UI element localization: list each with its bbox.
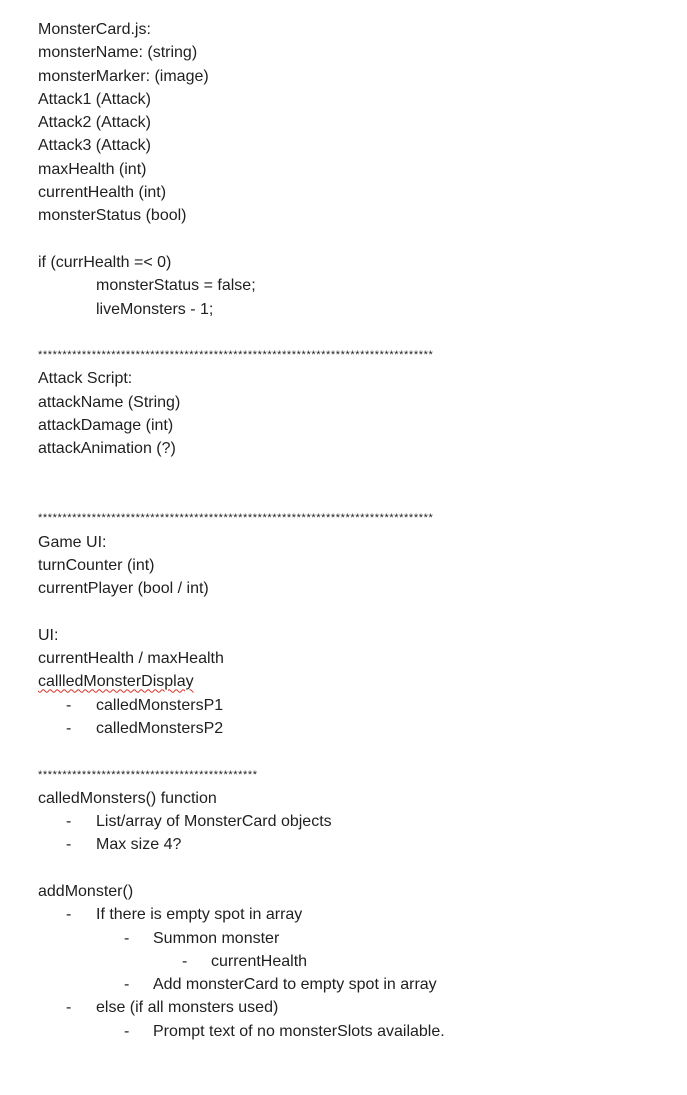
blank-line xyxy=(38,740,658,763)
bullet-dash: - xyxy=(66,999,72,1017)
monster-card-field: Attack2 (Attack) xyxy=(38,114,151,132)
list-item-text: calledMonstersP2 xyxy=(96,719,224,737)
list-item-text: If there is empty spot in array xyxy=(96,906,303,924)
monster-card-field: monsterMarker: (image) xyxy=(38,67,209,85)
bullet-dash: - xyxy=(66,906,72,924)
list-item-text: Max size 4? xyxy=(96,836,182,854)
attack-script-field: attackDamage (int) xyxy=(38,417,174,435)
blank-line xyxy=(38,228,658,251)
blank-line xyxy=(38,600,658,623)
attack-script-field: attackAnimation (?) xyxy=(38,440,176,458)
bullet-dash: - xyxy=(66,719,72,737)
health-condition: if (currHealth =< 0) xyxy=(38,253,172,271)
list-item: - Prompt text of no monsterSlots availab… xyxy=(38,1020,658,1043)
list-item: - Max size 4? xyxy=(38,833,658,856)
list-item-text: Summon monster xyxy=(153,929,280,947)
bullet-dash: - xyxy=(66,813,72,831)
list-item: - Add monsterCard to empty spot in array xyxy=(38,973,658,996)
game-ui-field: currentPlayer (bool / int) xyxy=(38,580,209,598)
blank-line xyxy=(38,321,658,344)
list-item-text: currentHealth xyxy=(211,952,308,970)
separator-line: ****************************************… xyxy=(38,349,434,362)
called-monsters-title: calledMonsters() function xyxy=(38,789,217,807)
monster-card-field: Attack3 (Attack) xyxy=(38,137,151,155)
list-item-text: Add monsterCard to empty spot in array xyxy=(153,976,437,994)
list-item: - currentHealth xyxy=(38,950,658,973)
list-item: - calledMonstersP2 xyxy=(38,717,658,740)
monster-card-title: MonsterCard.js: xyxy=(38,21,151,38)
list-item-text: List/array of MonsterCard objects xyxy=(96,813,332,831)
condition-body-line: liveMonsters - 1; xyxy=(96,300,214,318)
game-ui-title: Game UI: xyxy=(38,533,107,551)
monster-card-field: currentHealth (int) xyxy=(38,184,167,202)
separator-line: ****************************************… xyxy=(38,512,434,525)
attack-script-field: attackName (String) xyxy=(38,393,181,411)
ui-health-line: currentHealth / maxHealth xyxy=(38,650,224,668)
list-item: - calledMonstersP1 xyxy=(38,694,658,717)
game-ui-field: turnCounter (int) xyxy=(38,556,155,574)
blank-line xyxy=(38,461,658,484)
list-item: - else (if all monsters used) xyxy=(38,996,658,1019)
blank-line xyxy=(38,857,658,880)
bullet-dash: - xyxy=(124,929,130,947)
bullet-dash: - xyxy=(66,696,72,714)
separator-line-short: ****************************************… xyxy=(38,768,258,781)
monster-card-field: maxHealth (int) xyxy=(38,160,147,178)
monster-card-field: monsterStatus (bool) xyxy=(38,207,187,225)
bullet-dash: - xyxy=(124,976,130,994)
bullet-dash: - xyxy=(124,1022,130,1040)
ui-display-line: callledMonsterDisplay xyxy=(38,670,658,693)
list-item-text: else (if all monsters used) xyxy=(96,999,279,1017)
monster-card-field: monsterName: (string) xyxy=(38,44,198,62)
monster-card-field: Attack1 (Attack) xyxy=(38,90,151,108)
list-item: - If there is empty spot in array xyxy=(38,903,658,926)
bullet-dash: - xyxy=(182,952,188,970)
blank-line xyxy=(38,484,658,507)
attack-script-title: Attack Script: xyxy=(38,370,133,388)
list-item-text: calledMonstersP1 xyxy=(96,696,224,714)
list-item-text: Prompt text of no monsterSlots available… xyxy=(153,1022,445,1040)
misspelled-word[interactable]: callledMonsterDisplay xyxy=(38,673,194,691)
list-item: - Summon monster xyxy=(38,927,658,950)
document-body: MonsterCard.js: monsterName: (string) mo… xyxy=(38,18,658,1043)
bullet-dash: - xyxy=(66,836,72,854)
add-monster-title: addMonster() xyxy=(38,882,134,900)
list-item: - List/array of MonsterCard objects xyxy=(38,810,658,833)
ui-title: UI: xyxy=(38,626,59,644)
condition-body-line: monsterStatus = false; xyxy=(96,277,256,295)
